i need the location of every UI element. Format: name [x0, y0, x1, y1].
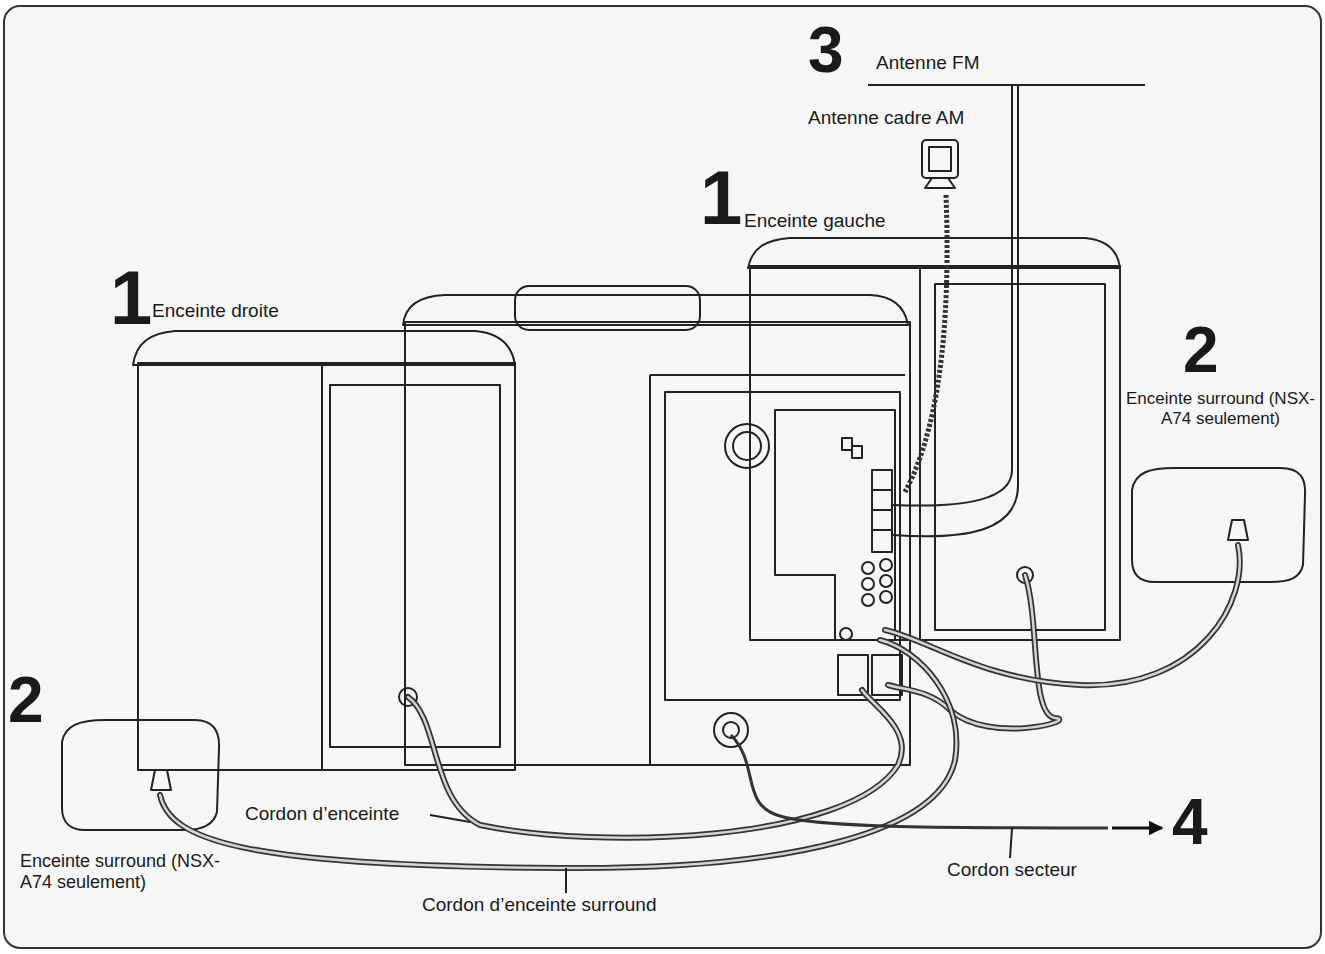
callout-number: 2 [8, 668, 44, 732]
part-label: Enceinte surround (NSX-A74 seulement) [1118, 389, 1323, 428]
right-speaker [133, 331, 515, 770]
callout-number: 1 [700, 160, 742, 236]
power-cord [731, 735, 1162, 828]
callout-number: 3 [808, 18, 844, 82]
surround-speaker [62, 720, 219, 830]
part-label: Cordon d’enceinte [245, 803, 399, 825]
main-unit [403, 286, 910, 765]
am-loop-antenna [905, 140, 958, 492]
surround-cord [160, 545, 1240, 868]
surround-speaker [1132, 468, 1305, 582]
speaker-cord [408, 575, 1059, 838]
callout-number: 2 [1183, 318, 1219, 382]
part-label: Antenne FM [876, 52, 980, 74]
frame [4, 6, 1321, 948]
fm-antenna [868, 85, 1145, 536]
part-label: Enceinte droite [152, 300, 279, 322]
left-speaker [748, 238, 1120, 640]
part-label: Cordon d’enceinte surround [422, 894, 657, 916]
part-label: Enceinte surround (NSX-A74 seulement) [20, 851, 240, 892]
part-label: Antenne cadre AM [808, 107, 964, 129]
part-label: Enceinte gauche [744, 210, 886, 232]
callout-number: 1 [110, 260, 152, 336]
leader-line [430, 815, 1012, 893]
part-label: Cordon secteur [947, 859, 1077, 881]
callout-number: 4 [1172, 790, 1208, 854]
